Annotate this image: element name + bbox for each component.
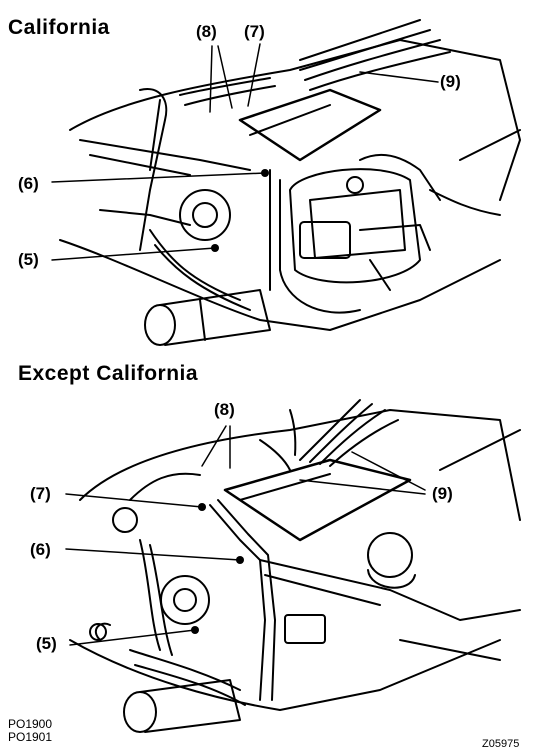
- callout-top-7: (7): [244, 22, 265, 41]
- figure-code-1: PO1900: [8, 717, 53, 731]
- callout-bottom-7: (7): [30, 484, 51, 503]
- callout-bottom-9: (9): [432, 484, 453, 503]
- callout-bottom-8: (8): [214, 400, 235, 419]
- engine-drawing-except-california: [69, 399, 521, 733]
- heading-california: California: [8, 16, 110, 39]
- figure-code-2: PO1901: [8, 730, 53, 744]
- heading-except-california: Except California: [18, 362, 199, 385]
- callout-bottom-6: (6): [30, 540, 51, 559]
- callout-top-9: (9): [440, 72, 461, 91]
- callout-top-6: (6): [18, 174, 39, 193]
- figure-id: Z05975: [482, 738, 520, 750]
- engine-drawing-california: [59, 19, 521, 346]
- callout-top-8: (8): [196, 22, 217, 41]
- callout-bottom-5: (5): [36, 634, 57, 653]
- leader-lines: [51, 43, 439, 646]
- callout-top-5: (5): [18, 250, 39, 269]
